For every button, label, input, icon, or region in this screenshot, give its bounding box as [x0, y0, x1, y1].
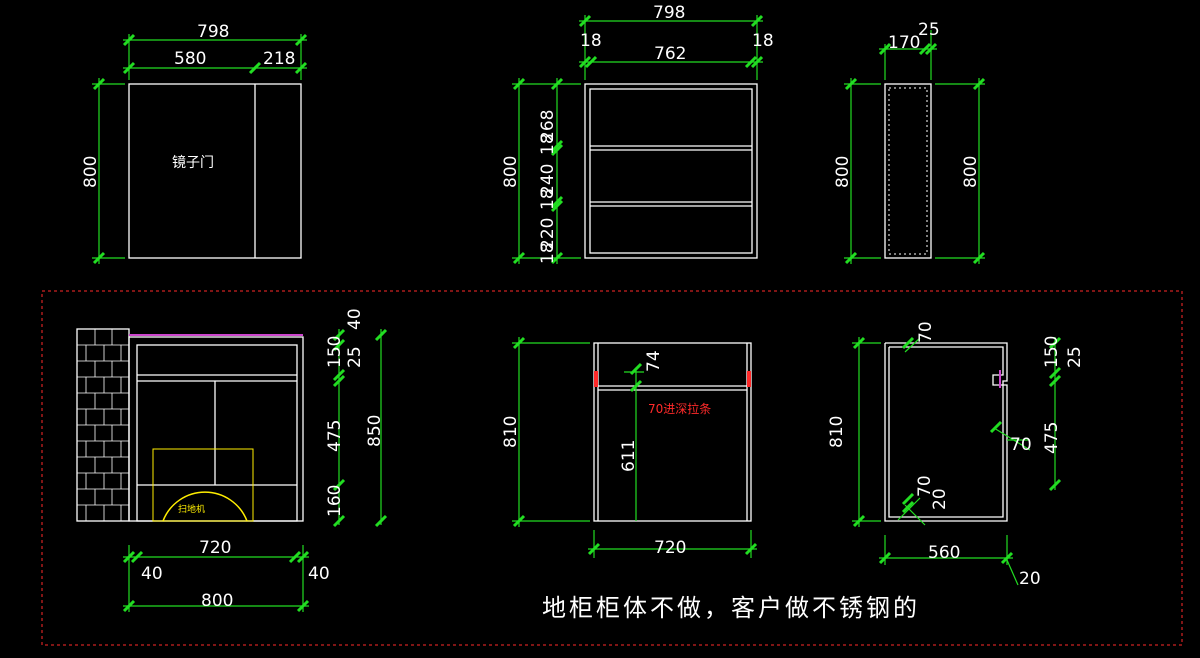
- side-top-70-dim: 70: [916, 321, 936, 343]
- section-offset-dim: 74: [644, 350, 664, 372]
- carcass-inner-width-dim: 762: [654, 44, 686, 64]
- carcass-shelf-1-dim: 18: [538, 133, 558, 155]
- base-overall-width-dim: 800: [201, 591, 233, 611]
- carcass-side-left-dim: 18: [580, 31, 602, 51]
- carcass-shelf-2-dim: 18: [538, 188, 558, 210]
- strip-left: [594, 371, 598, 387]
- construction-note: 地柜柜体不做，客户做不锈钢的: [542, 594, 920, 622]
- robot-vacuum-label: 扫地机: [178, 503, 205, 515]
- side-height-left-dim: 800: [833, 156, 853, 188]
- section-width-dim: 720: [654, 538, 686, 558]
- base-cabinet-side-view: 810 70 150 25 475 70 70 20 560 20: [827, 321, 1085, 589]
- appliance-bay: [152, 448, 254, 522]
- side-thickness-dim: 25: [918, 20, 940, 40]
- base-total-height-dim: 850: [365, 415, 385, 447]
- base-left-gap-dim: 40: [141, 564, 163, 584]
- carcass-side-right-dim: 18: [752, 31, 774, 51]
- side-low-20-dim: 20: [930, 488, 950, 510]
- strip-right: [747, 371, 751, 387]
- mirror-height-dim: 800: [81, 156, 101, 188]
- carcass-bottom-dim: 18: [538, 242, 558, 264]
- mirror-door-label: 镜子门: [172, 155, 214, 171]
- side-gap-20-dim: 20: [1019, 569, 1041, 589]
- base-inner-width-dim: 720: [199, 538, 231, 558]
- base-right-gap-dim: 40: [308, 564, 330, 584]
- base-h40-dim: 40: [345, 308, 365, 330]
- side-depth-dim: 170: [888, 33, 920, 53]
- carcass-seg-top-dim: 268: [538, 110, 558, 142]
- carcass-seg-mid-dim: 240: [538, 164, 558, 196]
- strip-note: 70进深拉条: [648, 401, 711, 416]
- base-cabinet-front-view: 扫地机 40 150 25 475 160 850 720 40 40 800: [76, 308, 388, 613]
- side-h25-dim: 25: [1065, 346, 1085, 368]
- cabinet-side-view: 170 25 800 800: [833, 20, 986, 265]
- robot-vacuum: [162, 491, 248, 522]
- base-h150-dim: 150: [325, 336, 345, 368]
- side-h475-dim: 475: [1042, 422, 1062, 454]
- carcass-width-dim: 798: [653, 3, 685, 23]
- base-cabinet-section-view: 70进深拉条 810 74 611 720: [501, 336, 758, 558]
- section-height-dim: 810: [501, 416, 521, 448]
- base-h160-dim: 160: [325, 485, 345, 517]
- carcass-height-dim: 800: [501, 156, 521, 188]
- side-depth-560-dim: 560: [928, 543, 960, 563]
- mirror-width-dim: 798: [197, 22, 229, 42]
- carcass-seg-low-dim: 220: [538, 218, 558, 250]
- side-mid-70-dim: 70: [1010, 435, 1032, 455]
- section-inner-height-dim: 611: [619, 440, 639, 472]
- side-h150-dim: 150: [1042, 336, 1062, 368]
- side-height-right-dim: 800: [961, 156, 981, 188]
- side-section-height-dim: 810: [827, 416, 847, 448]
- mirror-cabinet-front-view: 镜子门 798 580 218 800: [81, 22, 308, 265]
- mirror-right-width-dim: 218: [263, 49, 295, 69]
- carcass-front-view: 798 762 18 18 800 268 18 240 18 220 18: [501, 3, 774, 265]
- side-low-70-dim: 70: [915, 475, 935, 497]
- base-h475-dim: 475: [325, 420, 345, 452]
- base-cabinet-frame: [41, 290, 1183, 646]
- base-h25-dim: 25: [345, 346, 365, 368]
- mirror-left-width-dim: 580: [174, 49, 206, 69]
